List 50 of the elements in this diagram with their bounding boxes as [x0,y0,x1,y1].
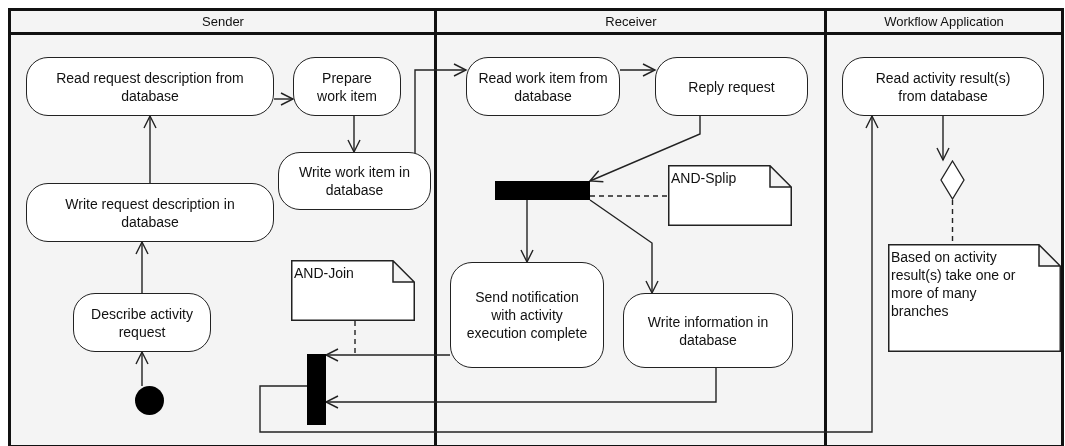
initial-node [135,386,164,415]
arrow [135,241,149,294]
activity-box [450,262,604,368]
arrow [259,115,879,433]
activity-box [623,293,793,368]
lane-title: Sender [201,13,245,31]
note [888,244,1061,352]
activity-label: Read request description from database [55,68,245,105]
connector-line [354,320,356,355]
activity-box [26,57,274,116]
activity-box [466,57,620,116]
sync-bar [307,354,326,425]
activity-label: Write information in database [646,312,770,349]
arrow [936,115,950,161]
activity-box [73,293,211,352]
arrow [520,199,534,263]
activity-label: Send notification with activity execution complete [465,288,589,342]
activity-box [842,57,1044,116]
arrow [273,92,294,106]
connector-line [589,195,669,197]
arrow [589,115,701,183]
activity-box [26,183,274,242]
activity-label: Read work item from database [478,68,608,105]
activity-label: Write request description in database [64,194,236,231]
note-text: AND-Splip [670,169,738,187]
note-text: AND-Join [293,264,355,282]
arrow [143,115,157,184]
activity-box [278,152,431,210]
sync-bar [495,181,590,200]
activity-box [293,57,401,116]
activity-label: Reply request [688,77,775,96]
lane-title: Receiver [604,13,658,31]
arrow [414,63,467,154]
note-text: Based on activity result(s) take one or more of many branches [890,248,1017,320]
activity-label: Write work item in database [298,163,411,199]
note [668,165,792,226]
arrow [589,199,659,294]
arrow [325,367,717,409]
decision-diamond [940,160,965,200]
arrow [619,63,656,77]
activity-label: Describe activity request [90,304,194,341]
activity-box [655,57,808,116]
arrow [347,115,361,153]
note [291,260,415,321]
activity-label: Prepare work item [316,68,378,105]
arrow [325,348,451,362]
swimlane [824,8,1064,446]
lane-title: Workflow Application [883,13,1005,31]
arrow [135,351,149,387]
activity-label: Read activity result(s) from database [874,68,1012,105]
